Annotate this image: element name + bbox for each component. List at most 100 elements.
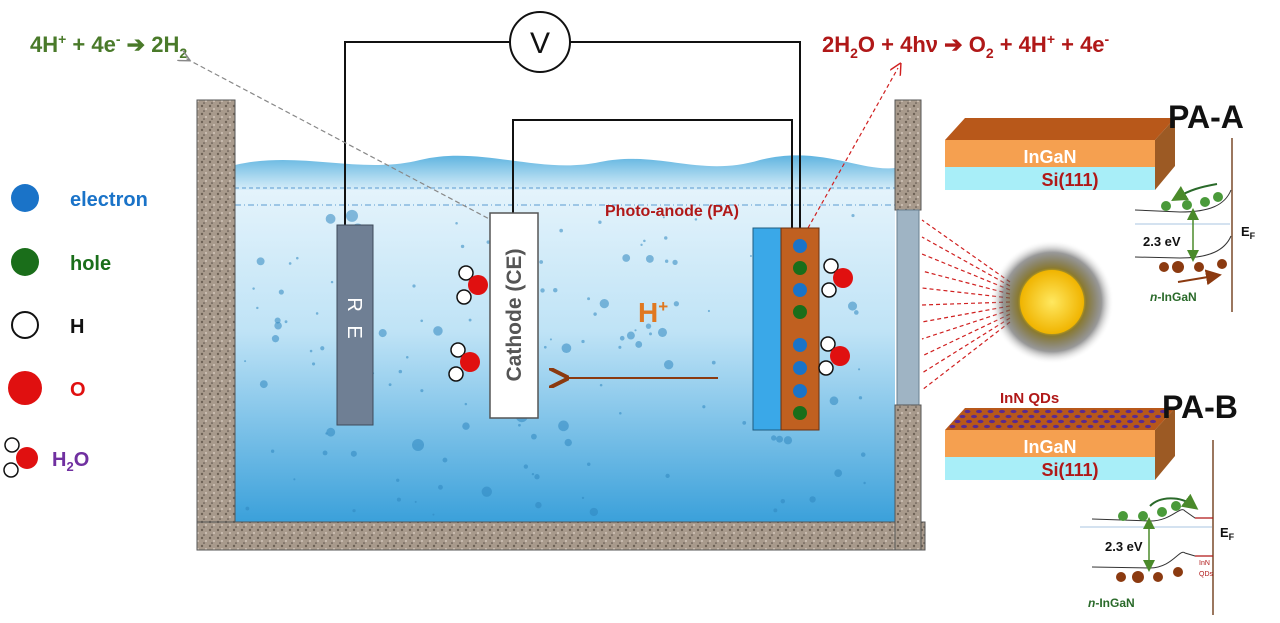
bubble: [433, 326, 443, 336]
bubble: [543, 345, 547, 349]
quantum-dot: [1022, 409, 1028, 414]
quantum-dot: [1033, 409, 1040, 414]
bubble: [523, 464, 529, 469]
bubble: [557, 382, 561, 385]
quantum-dot: [1007, 424, 1013, 429]
bubble: [619, 412, 622, 415]
voltmeter-label: V: [530, 27, 550, 60]
cathode-reaction-pointer: [185, 58, 496, 223]
quantum-dot: [1079, 409, 1086, 414]
bubble: [539, 260, 544, 264]
bubble: [664, 259, 669, 263]
quantum-dot: [1122, 424, 1128, 429]
bubble: [288, 262, 292, 265]
pa-b-ingan-label: InGaN: [1023, 437, 1076, 457]
bubble: [618, 345, 622, 349]
pa-a-title: PA-A: [1168, 99, 1244, 135]
water-molecule: [448, 342, 480, 382]
quantum-dot: [1068, 409, 1074, 414]
bubble: [589, 507, 599, 517]
bubble: [581, 496, 585, 500]
quantum-dot: [959, 414, 966, 419]
bubble: [320, 346, 325, 351]
bubble: [587, 297, 591, 301]
bubble: [673, 301, 680, 307]
pa-b-band-diagram: 2.3 eV EF InN QDs n-InGaN: [1080, 440, 1235, 615]
bubble: [635, 341, 643, 348]
bubble: [649, 332, 652, 336]
pa-a-material-label: n-InGaN: [1150, 290, 1197, 304]
quantum-dot: [1133, 424, 1140, 429]
quantum-dot: [1097, 414, 1104, 419]
bubble: [857, 368, 861, 371]
quantum-dot: [1063, 414, 1069, 419]
bubble: [598, 220, 602, 224]
bubble: [420, 319, 424, 323]
bubble: [645, 255, 654, 263]
quantum-dot: [1000, 419, 1007, 424]
quantum-dot: [1076, 424, 1082, 429]
quantum-dot: [1102, 409, 1109, 414]
bubble: [330, 280, 334, 284]
quantum-dot: [1051, 414, 1058, 419]
bubble: [640, 243, 643, 246]
bubble: [780, 498, 786, 504]
bubble: [694, 218, 698, 221]
quantum-dot: [1127, 419, 1133, 424]
cathode-label: Cathode (CE): [503, 249, 526, 382]
pa-b-qd-label: InN QDs: [1000, 390, 1059, 407]
sun-icon: [1020, 270, 1084, 334]
quantum-dot: [1035, 419, 1041, 424]
bubble: [284, 320, 288, 324]
quantum-dot: [1138, 419, 1145, 424]
bubble: [549, 338, 552, 341]
bubble: [663, 359, 674, 370]
quantum-dot: [1160, 409, 1166, 414]
quantum-dot: [1099, 424, 1105, 429]
bubble: [396, 497, 401, 502]
bubble: [599, 298, 609, 309]
bubble: [455, 221, 458, 225]
quantum-dot: [1045, 409, 1051, 414]
bubble: [634, 329, 637, 332]
quantum-dot: [982, 414, 989, 419]
quantum-dot: [1120, 414, 1127, 419]
bubble: [396, 478, 400, 482]
bubble: [834, 469, 843, 477]
quantum-dot: [964, 409, 971, 414]
bubble: [326, 427, 336, 437]
bubble: [809, 496, 816, 503]
photoanode-carriers: [793, 239, 807, 420]
quantum-dot: [966, 419, 972, 424]
quantum-dot: [1030, 424, 1036, 429]
bubble: [581, 339, 585, 344]
pa-b-gap-label: 2.3 eV: [1105, 539, 1143, 554]
bubble: [315, 312, 319, 315]
water-molecule: [818, 336, 850, 376]
bubble: [643, 239, 646, 243]
quantum-dot: [1137, 409, 1143, 414]
pa-b-material-label: n-InGaN: [1088, 596, 1135, 610]
quantum-dot: [1028, 414, 1035, 419]
bubble: [749, 254, 752, 257]
bubble: [244, 360, 247, 363]
external-circuit-wires: [344, 41, 801, 230]
quantum-dot: [977, 419, 984, 424]
pa-b-qd-band-label-1: InN: [1199, 560, 1210, 567]
bubble: [702, 405, 706, 409]
bubble: [662, 216, 665, 219]
bubble: [848, 301, 858, 311]
legend-hole-icon: [11, 248, 39, 276]
bubble: [274, 321, 282, 330]
quantum-dot: [1012, 419, 1018, 424]
bubble: [442, 457, 448, 463]
bubble: [412, 284, 416, 288]
legend-oxygen-icon: [8, 371, 42, 405]
quantum-dot: [1053, 424, 1059, 429]
quantum-dot: [972, 424, 979, 429]
bubble: [293, 478, 296, 481]
bubble: [271, 335, 280, 343]
quantum-dot: [1155, 414, 1161, 419]
tank-right-wall-upper: [894, 99, 922, 211]
bubble: [432, 513, 435, 516]
